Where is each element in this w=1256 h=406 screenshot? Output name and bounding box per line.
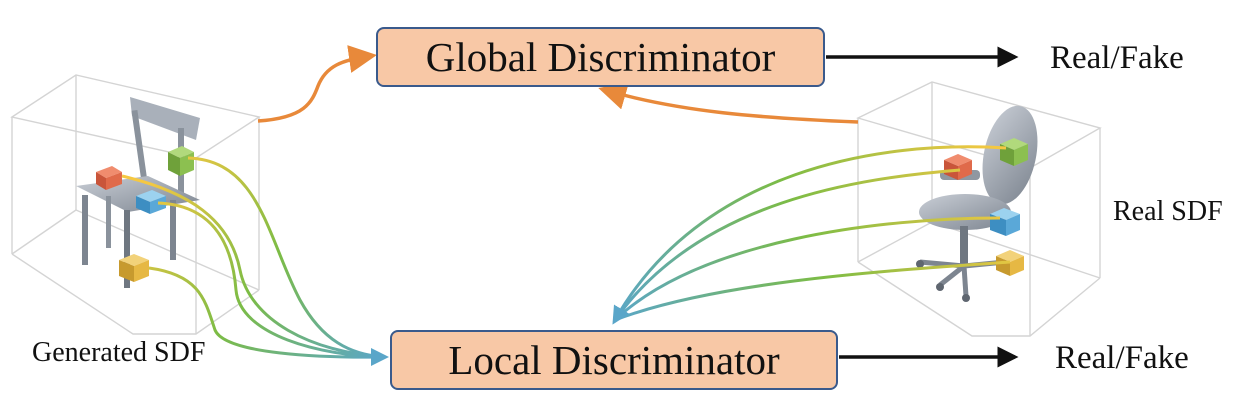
real-to-local-arrows <box>613 145 1011 322</box>
real-chair-shape <box>916 105 1038 302</box>
generated-curve-red <box>121 174 386 359</box>
generated-patch-green <box>168 146 194 176</box>
real-to-global-arrow <box>598 82 859 124</box>
real-sdf-label: Real SDF <box>1113 196 1223 227</box>
local-discriminator-label: Local Discriminator <box>448 337 780 383</box>
generated-patch-yellow <box>119 254 149 282</box>
local-output-label: Real/Fake <box>1055 340 1189 376</box>
generated-curve-green <box>187 156 386 359</box>
global-output-label: Real/Fake <box>1050 40 1184 76</box>
generated-patch-blue <box>136 190 166 214</box>
real-curve-red <box>613 168 961 321</box>
generated-patch-red <box>96 166 122 190</box>
real-patch-green <box>1000 138 1028 166</box>
real-patch-blue <box>990 208 1020 236</box>
generated-to-local-arrows <box>121 156 386 359</box>
generated-curve-yellow <box>148 266 386 359</box>
generated-curve-blue <box>157 201 386 359</box>
real-curve-green <box>613 145 1007 321</box>
real-curve-yellow <box>614 260 1011 322</box>
local-discriminator-box: Local Discriminator <box>390 330 838 390</box>
generated-to-global-arrow <box>257 45 377 123</box>
global-discriminator-box: Global Discriminator <box>376 27 825 87</box>
real-curve-blue <box>613 216 1001 322</box>
local-input-arrowhead-right <box>612 304 630 325</box>
global-discriminator-label: Global Discriminator <box>425 34 776 80</box>
generated-sdf-label: Generated SDF <box>32 337 206 368</box>
generated-sdf-cube <box>10 74 261 335</box>
